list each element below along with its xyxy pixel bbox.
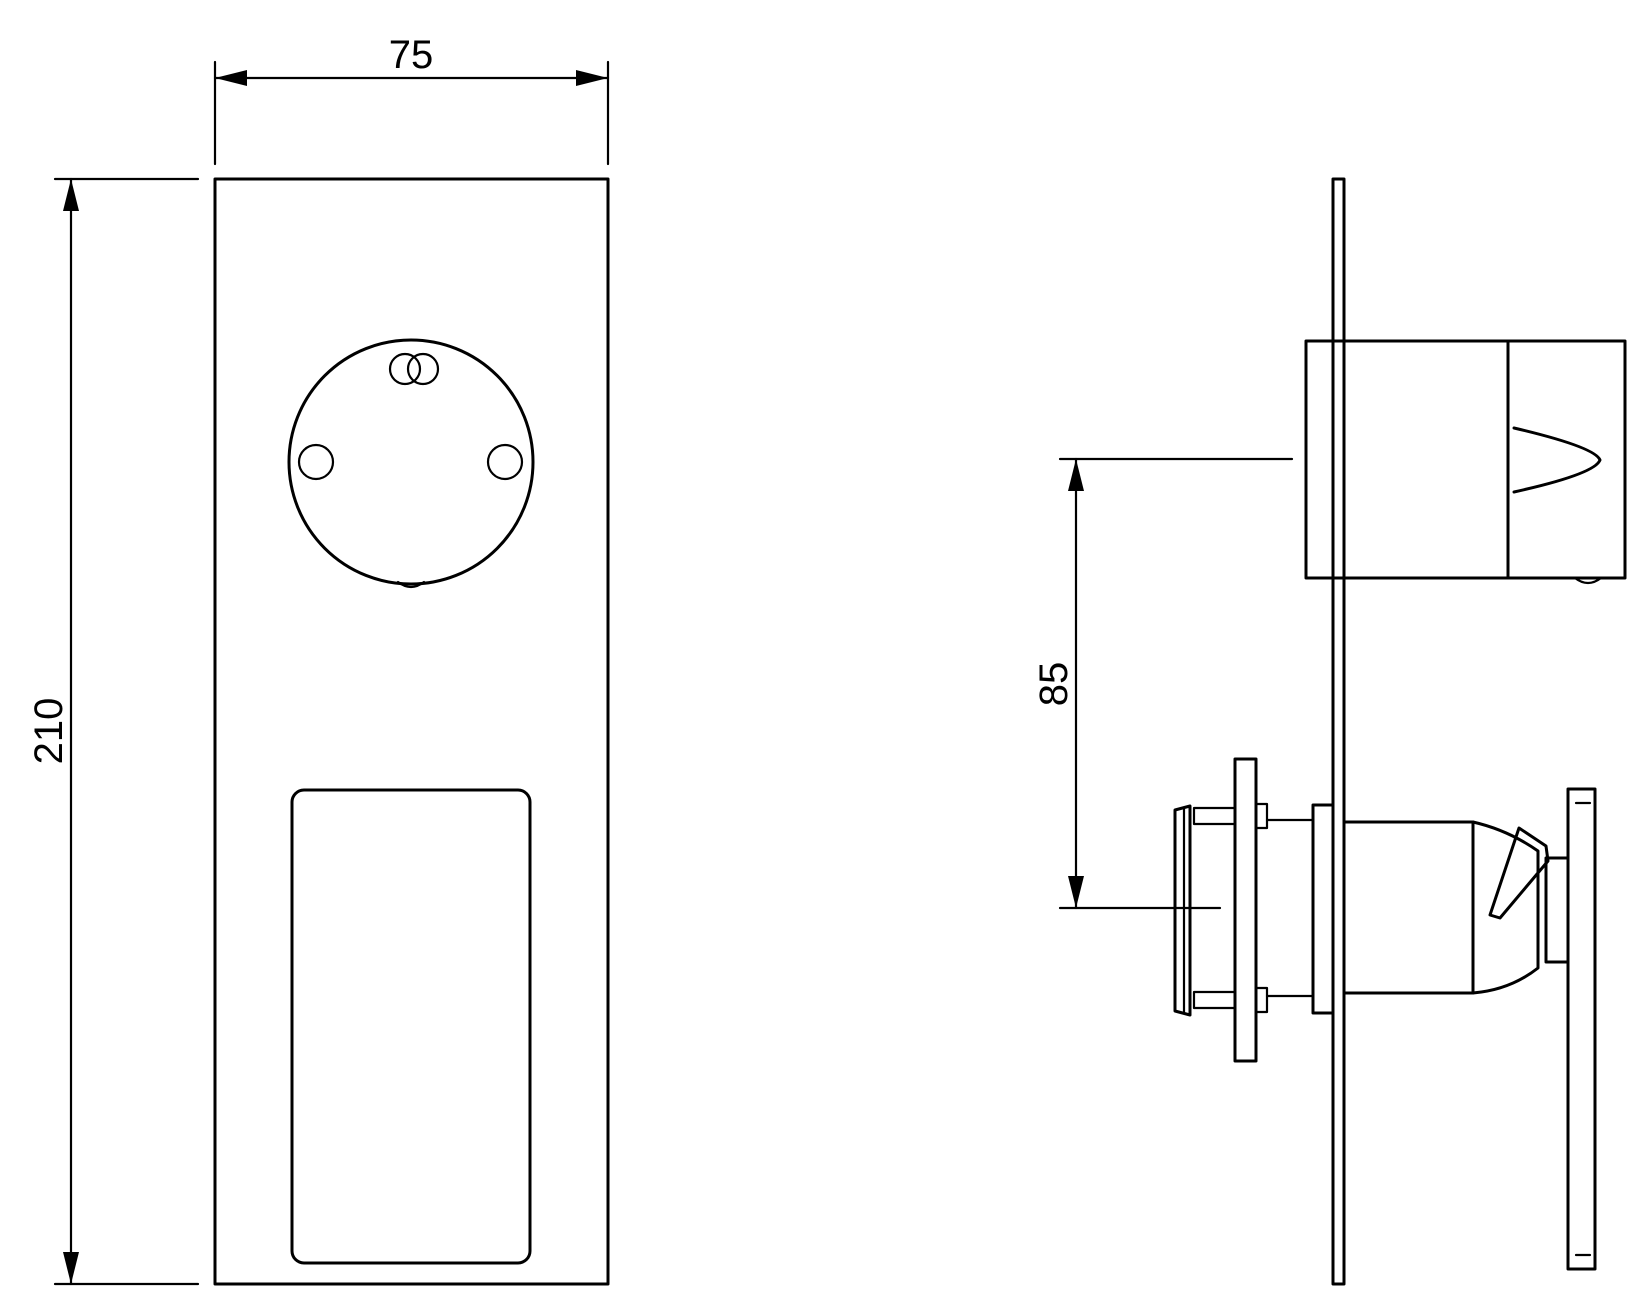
valve-stem [1544, 856, 1570, 964]
handle-lever-curve [1512, 426, 1602, 494]
knob-disc [287, 338, 535, 586]
side-view: 85 [1032, 177, 1627, 1286]
front-faceplate [213, 177, 610, 1286]
side-valve-body [1173, 757, 1597, 1271]
valve-cover-plate [1566, 787, 1597, 1271]
front-lower-panel [290, 788, 532, 1265]
valve-lever [1488, 826, 1550, 920]
valve-back-body [1173, 804, 1192, 1017]
width-arrow-left [215, 70, 247, 86]
knob-bottom-nub [396, 580, 426, 589]
front-view: 75 210 [27, 33, 610, 1286]
spacing-dimension-label: 85 [1032, 662, 1076, 707]
valve-bolt-bottom [1192, 990, 1237, 1010]
valve-cartridge [1342, 820, 1475, 995]
height-arrow-bottom [63, 1252, 79, 1284]
valve-bolt-top [1192, 806, 1237, 826]
valve-bolt-top-tip [1254, 802, 1269, 830]
valve-spindle-dome [1471, 820, 1540, 995]
knob-screw-left [297, 443, 335, 481]
width-dimension: 75 [213, 33, 610, 166]
handle-bottom-nub [1573, 576, 1603, 585]
side-faceplate [1331, 177, 1346, 1286]
knob-indicator-left [388, 352, 422, 386]
knob-indicator-right [406, 352, 440, 386]
side-upper-handle [1304, 339, 1627, 585]
valve-bolt-bottom-tip [1254, 986, 1269, 1014]
width-dimension-label: 75 [389, 33, 434, 77]
height-dimension: 210 [27, 177, 200, 1286]
valve-collar [1311, 803, 1335, 1015]
valve-flange [1233, 757, 1258, 1063]
knob-screw-right [486, 443, 524, 481]
front-knob [287, 338, 535, 589]
width-arrow-right [576, 70, 608, 86]
height-arrow-top [63, 179, 79, 211]
spacing-dimension: 85 [1032, 457, 1294, 910]
spacing-arrow-bottom [1068, 876, 1084, 908]
height-dimension-label: 210 [27, 698, 71, 765]
spacing-arrow-top [1068, 459, 1084, 491]
